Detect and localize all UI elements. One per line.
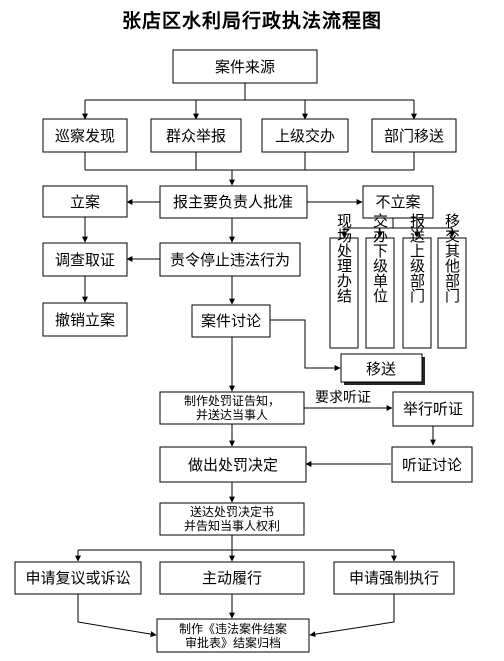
node-notify: 制作处罚证告知， 并送达当事人: [159, 391, 305, 425]
node-hearing-discuss: 听证讨论: [391, 446, 473, 483]
node-report: 群众举报: [150, 118, 242, 153]
node-discuss: 案件讨论: [191, 304, 271, 338]
node-superior: 上级交办: [261, 118, 349, 153]
node-discuss-label: 案件讨论: [201, 312, 261, 330]
node-appeal: 申请复议或诉讼: [14, 561, 142, 595]
node-nofile: 不立案: [362, 185, 434, 219]
node-enforce: 申请强制执行: [333, 561, 455, 595]
node-decision-label: 做出处罚决定: [188, 456, 278, 474]
node-v3: 报送上级部门: [402, 213, 432, 349]
node-revoke: 撤销立案: [42, 302, 128, 337]
node-file-label: 立案: [70, 193, 100, 211]
node-deliver: 送达处罚决定书 并告知当事人权利: [159, 502, 305, 536]
node-v1-label: 现场处理办结: [335, 213, 353, 303]
node-source: 案件来源: [172, 49, 318, 84]
node-archive-line1: 制作《违法案件结案: [179, 621, 287, 636]
node-decision: 做出处罚决定: [159, 446, 307, 483]
node-nofile-label: 不立案: [375, 193, 420, 211]
node-deliver-line1: 送达处罚决定书: [190, 504, 274, 519]
node-patrol: 巡察发现: [42, 118, 128, 153]
node-stop-label: 责令停止违法行为: [170, 251, 290, 269]
node-report-label: 群众举报: [166, 127, 226, 145]
node-source-label: 案件来源: [215, 58, 275, 76]
node-investigate-label: 调查取证: [55, 251, 115, 269]
node-patrol-label: 巡察发现: [55, 127, 115, 145]
node-comply: 主动履行: [159, 561, 305, 595]
node-notify-line2: 并送达当事人: [196, 407, 268, 422]
node-v4-label: 移交其他部门: [443, 213, 461, 304]
node-deliver-line2: 并告知当事人权利: [184, 519, 280, 533]
node-comply-label: 主动履行: [202, 569, 262, 587]
node-hold-hearing-label: 举行听证: [403, 400, 463, 418]
node-appeal-label: 申请复议或诉讼: [25, 569, 130, 587]
node-archive: 制作《违法案件结案 审批表》结案归档: [156, 618, 310, 653]
node-hold-hearing: 举行听证: [392, 391, 474, 427]
node-transfer-label: 移送: [366, 360, 396, 378]
edge-label-request-hearing: 要求听证: [315, 390, 371, 406]
node-approve: 报主要负责人批准: [159, 185, 308, 219]
node-v2: 交办下级单位: [365, 212, 395, 349]
node-transfer-dept: 部门移送: [371, 118, 457, 153]
node-hearing-discuss-label: 听证讨论: [402, 456, 462, 474]
node-notify-line1: 制作处罚证告知，: [184, 394, 280, 408]
node-file: 立案: [42, 185, 128, 218]
node-stop: 责令停止违法行为: [159, 242, 301, 277]
node-approve-label: 报主要负责人批准: [173, 193, 293, 211]
node-archive-line2: 审批表》结案归档: [185, 635, 281, 650]
node-superior-label: 上级交办: [275, 127, 335, 145]
node-enforce-label: 申请强制执行: [349, 569, 439, 587]
node-investigate: 调查取证: [42, 242, 128, 277]
page-title: 张店区水利局行政执法流程图: [121, 10, 382, 32]
node-transfer: 移送: [340, 353, 425, 385]
node-revoke-label: 撤销立案: [55, 311, 115, 329]
edges: [75, 83, 455, 638]
node-transfer-dept-label: 部门移送: [384, 127, 444, 145]
node-v4: 移交其他部门: [437, 213, 467, 349]
node-v3-label: 报送上级部门: [408, 213, 426, 304]
node-v2-label: 交办下级单位: [371, 212, 389, 303]
node-v1: 现场处理办结: [329, 213, 359, 349]
